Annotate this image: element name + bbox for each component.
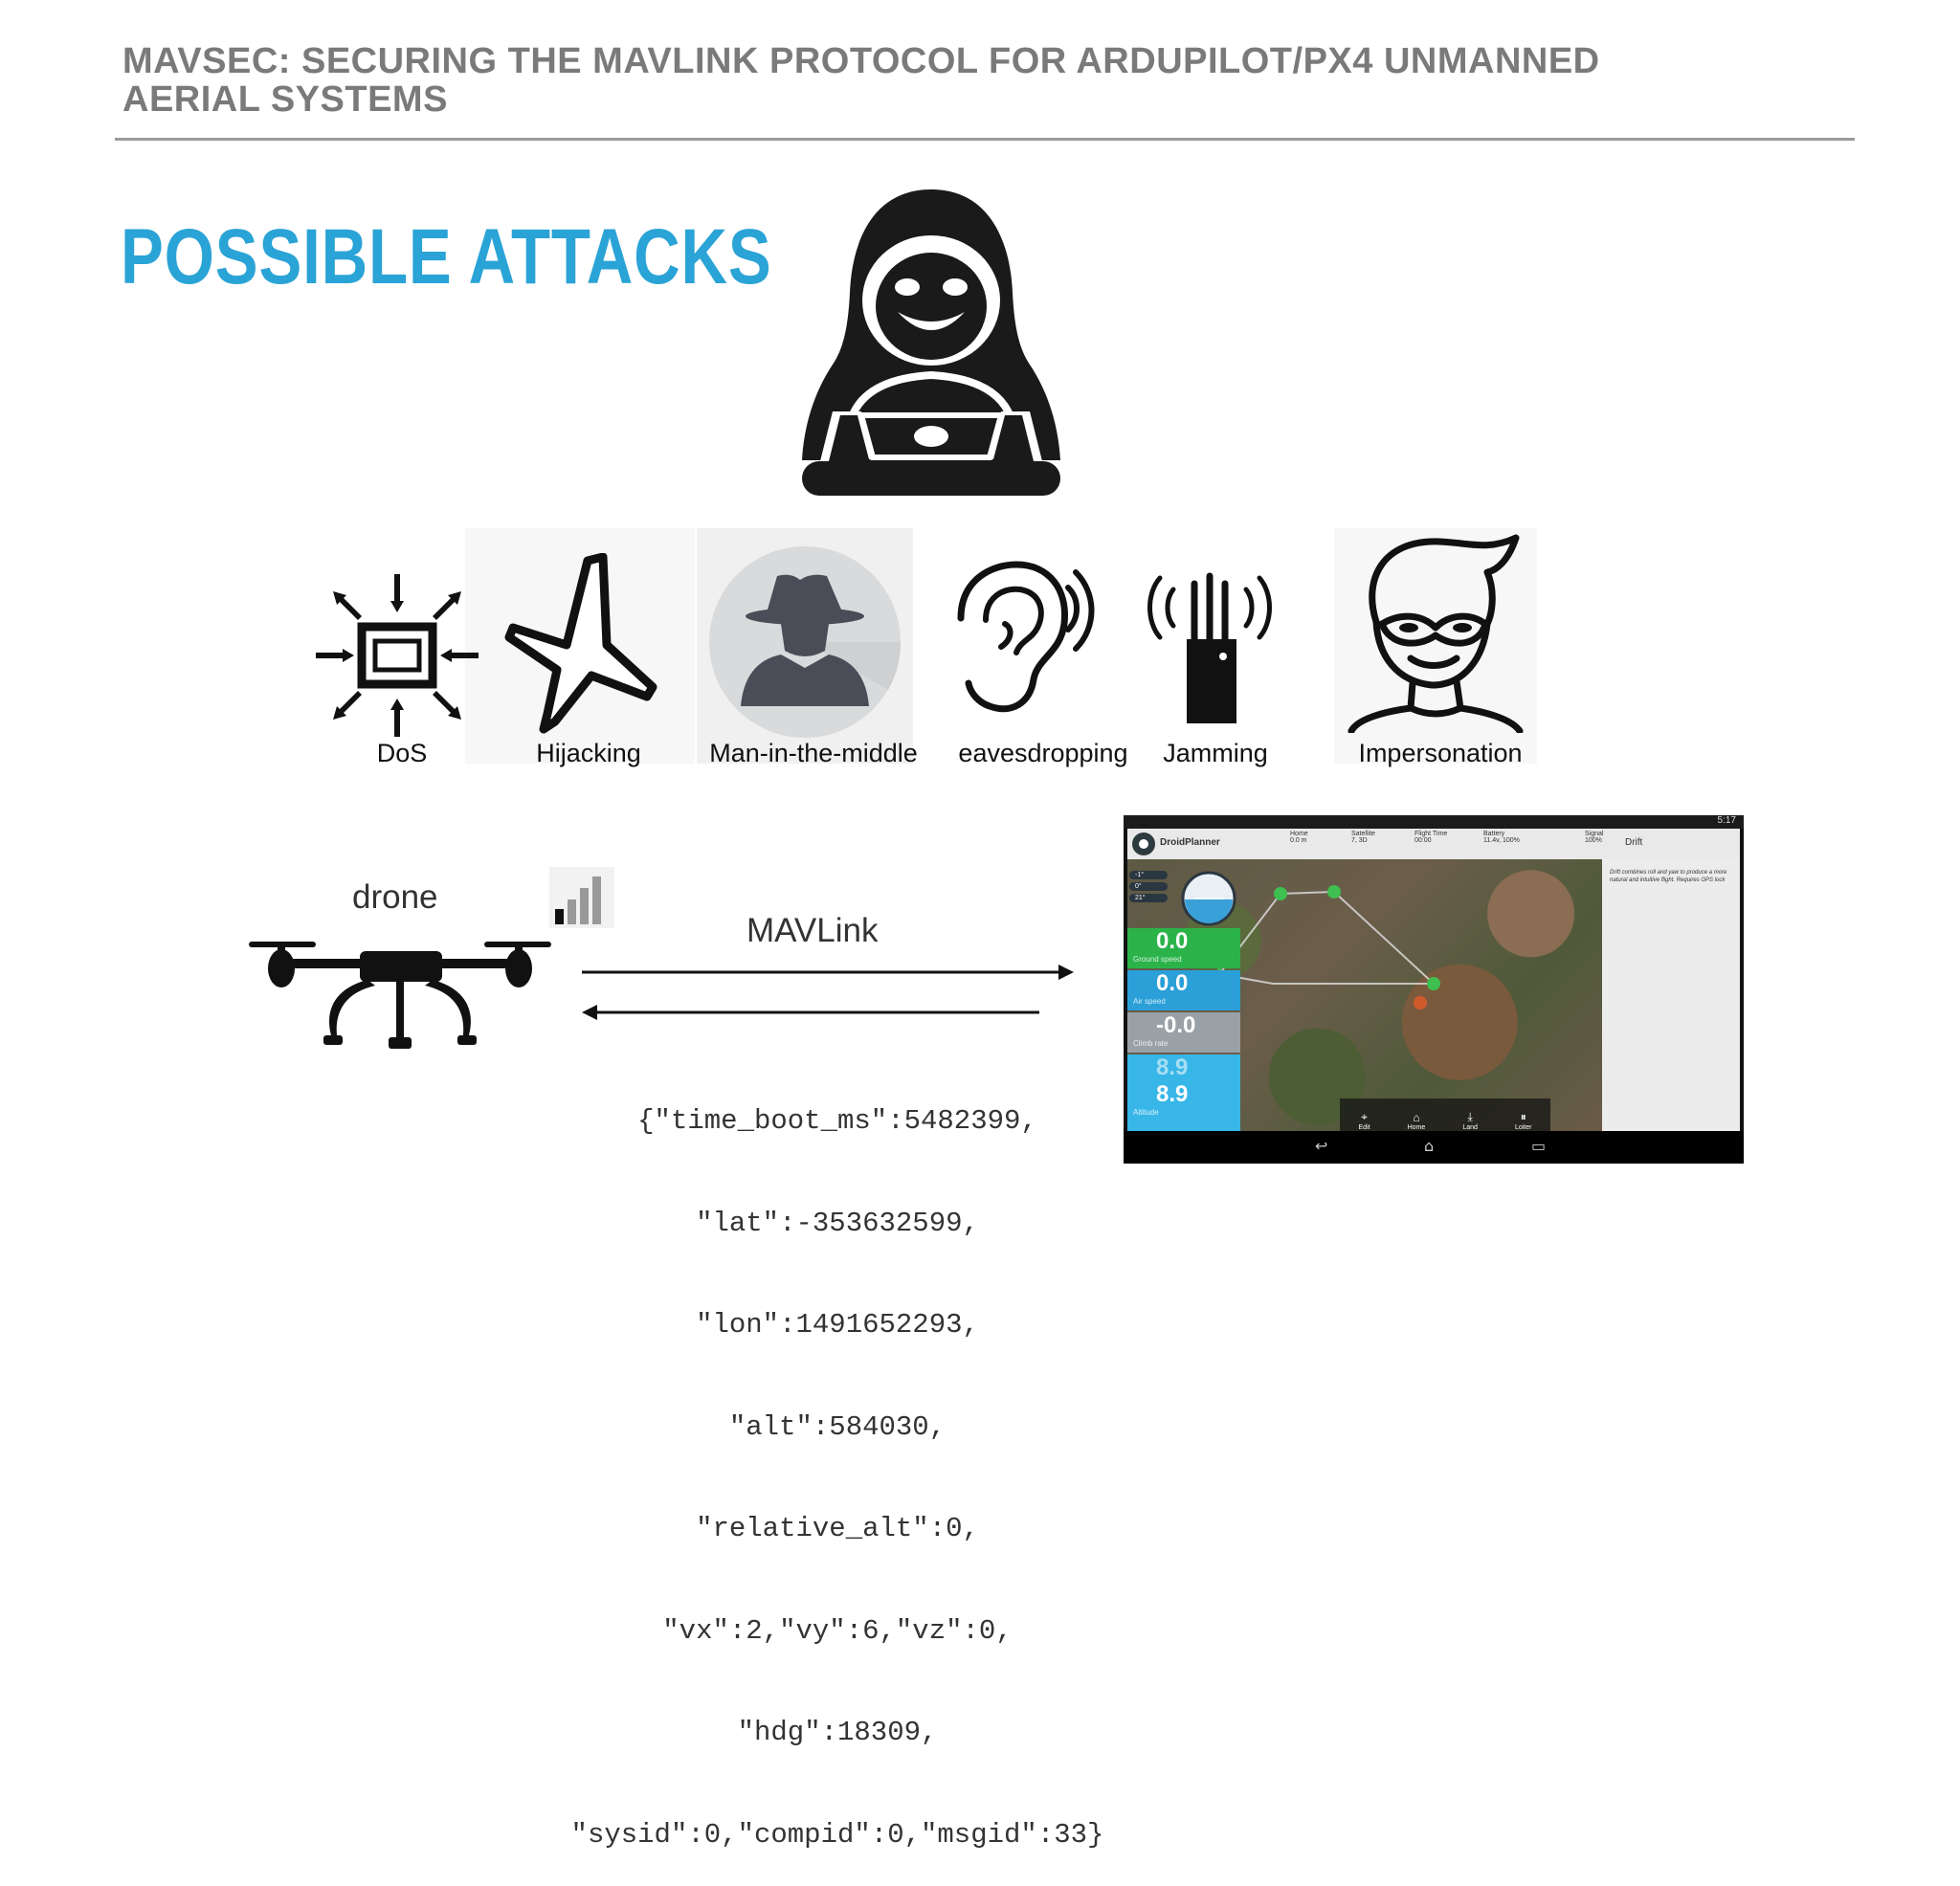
presentation-title: MAVSEC: SECURING THE MAVLINK PROTOCOL FO… — [122, 41, 1600, 120]
back-icon[interactable]: ↩ — [1315, 1137, 1328, 1155]
flight-mode-select[interactable]: Drift — [1625, 837, 1643, 848]
toolbar-flight-time[interactable]: Flight Time 00:00 — [1414, 831, 1448, 844]
toolbar-home[interactable]: Home 0.0 m — [1290, 831, 1308, 844]
attitude-indicator-icon — [1181, 871, 1236, 926]
masked-face-icon — [1348, 534, 1524, 733]
home-nav-icon[interactable]: ⌂ — [1424, 1137, 1435, 1155]
home-button[interactable]: ⌂Home — [1407, 1111, 1426, 1131]
app-toolbar: DroidPlanner Home 0.0 m Satellite 7, 3D … — [1127, 829, 1740, 859]
dos-icon — [316, 574, 479, 737]
mode-info-panel: Drift combines roll and yaw to produce a… — [1602, 859, 1740, 1131]
ground-speed-tile: 0.0 Ground speed — [1127, 928, 1240, 968]
android-nav-bar: ↩ ⌂ ▭ — [1124, 1131, 1744, 1164]
message-line: "sysid":0,"compid":0,"msgid":33} — [570, 1818, 1104, 1851]
land-button[interactable]: ⤓Land — [1462, 1110, 1478, 1131]
climb-rate-tile: -0.0 Climb rate — [1127, 1012, 1240, 1053]
attack-label-jamming: Jamming — [1163, 739, 1268, 767]
hacker-icon — [802, 189, 1060, 496]
jammer-icon — [1147, 572, 1272, 723]
app-name: DroidPlanner — [1160, 837, 1220, 848]
drone-icon — [249, 942, 551, 1049]
toolbar-signal[interactable]: Signal 100% — [1585, 831, 1604, 844]
air-speed-tile: 0.0 Air speed — [1127, 970, 1240, 1010]
ground-station-screenshot: 5:17 DroidPlanner Home 0.0 m Satellite 7… — [1124, 815, 1744, 1164]
link-arrows — [582, 965, 1074, 1020]
signal-strength-icon — [549, 867, 614, 928]
recents-icon[interactable]: ▭ — [1531, 1137, 1547, 1155]
message-line: "alt":584030, — [728, 1410, 947, 1443]
attack-label-mitm: Man-in-the-middle — [709, 739, 918, 767]
mavlink-label: MAVLink — [746, 912, 879, 949]
message-line: "hdg":18309, — [737, 1717, 938, 1748]
attitude-readouts: -1° 0° 21° — [1129, 871, 1168, 902]
edit-button[interactable]: ⌖Edit — [1358, 1110, 1370, 1131]
status-bar: 5:17 — [1124, 815, 1744, 829]
toolbar-battery[interactable]: Battery 11.4v, 100% — [1483, 831, 1520, 844]
attack-label-impersonation: Impersonation — [1358, 739, 1523, 767]
airplane-icon — [504, 553, 657, 734]
loiter-button[interactable]: ⏸Loiter — [1514, 1110, 1532, 1131]
message-line: "lon":1491652293, — [696, 1309, 979, 1341]
message-line: "vx":2,"vy":6,"vz":0, — [662, 1614, 1013, 1647]
message-line: "lat":-353632599, — [696, 1207, 979, 1239]
message-line: {"time_boot_ms":5482399, — [637, 1105, 1037, 1137]
spy-icon — [709, 546, 902, 738]
toolbar-satellite[interactable]: Satellite 7, 3D — [1351, 831, 1375, 844]
status-time: 5:17 — [1717, 815, 1736, 826]
attack-label-eavesdropping: eavesdropping — [958, 739, 1128, 767]
mavlink-message: {"time_boot_ms":5482399, "lat":-35363259… — [479, 1036, 1196, 1886]
tile-impersonation-bg — [1334, 528, 1537, 764]
message-line: "relative_alt":0, — [696, 1513, 979, 1544]
drone-label: drone — [352, 878, 438, 916]
attack-label-dos: DoS — [376, 739, 428, 767]
action-bar: ⌖Edit ⌂Home ⤓Land ⏸Loiter — [1340, 1098, 1550, 1131]
header-divider — [115, 138, 1855, 141]
app-logo-icon — [1132, 832, 1155, 855]
altitude-tile: 8.9 8.9 Altitude — [1127, 1054, 1240, 1131]
section-title: POSSIBLE ATTACKS — [121, 213, 772, 300]
attack-label-hijacking: Hijacking — [536, 739, 641, 767]
ear-icon — [957, 561, 1095, 713]
